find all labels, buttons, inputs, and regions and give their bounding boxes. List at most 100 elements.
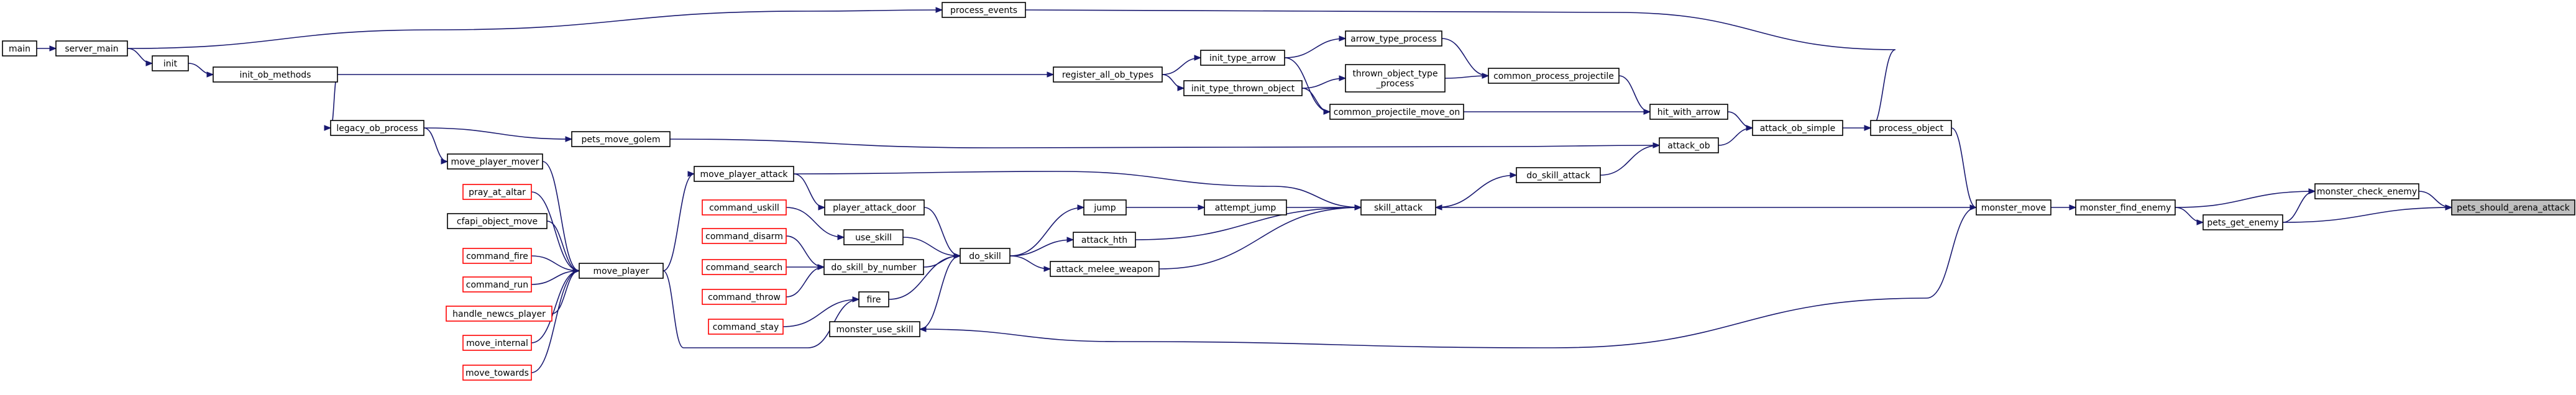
node-label: skill_attack: [1374, 203, 1423, 213]
edge-pets_get_enemy-to-pets_should_arena_attack: [2282, 204, 2453, 223]
node-thrown-object-type-process[interactable]: thrown_object_type_process: [1345, 64, 1446, 93]
node-pets-should-arena-attack: pets_should_arena_attack: [2451, 199, 2575, 216]
edge-arrowhead: [1047, 71, 1055, 78]
node-server-main[interactable]: server_main: [55, 40, 128, 57]
node-use-skill[interactable]: use_skill: [843, 229, 904, 245]
node-label: monster_use_skill: [836, 325, 913, 335]
node-attempt-jump[interactable]: attempt_jump: [1204, 199, 1287, 216]
edge-line: [1135, 207, 1362, 240]
edge-arrowhead: [441, 158, 449, 165]
node-attack-ob[interactable]: attack_ob: [1659, 137, 1719, 153]
node-handle-newcs-player[interactable]: handle_newcs_player: [446, 306, 552, 322]
node-command-stay[interactable]: command_stay: [708, 319, 784, 335]
node-move-player-attack[interactable]: move_player_attack: [694, 166, 794, 182]
edge-monster_move-to-monster_use_skill: [919, 207, 1977, 348]
node-box: [1329, 104, 1464, 120]
edge-arrowhead: [1043, 266, 1052, 272]
edge-line: [531, 255, 580, 271]
edge-line: [919, 255, 961, 330]
node-skill-attack[interactable]: skill_attack: [1360, 199, 1436, 216]
node-do-skill-attack[interactable]: do_skill_attack: [1516, 167, 1601, 183]
edge-arrowhead: [324, 125, 332, 131]
node-label: pets_should_arena_attack: [2457, 203, 2570, 213]
node-player-attack-door[interactable]: player_attack_door: [824, 199, 925, 216]
node-box: [858, 291, 889, 307]
node-jump[interactable]: jump: [1083, 199, 1127, 216]
node-init-type-thrown-object[interactable]: init_type_thrown_object: [1183, 80, 1303, 96]
edge-legacy_ob_process-to-move_player_mover: [423, 127, 449, 165]
node-pets-get-enemy[interactable]: pets_get_enemy: [2202, 214, 2283, 230]
node-label: attack_ob: [1667, 141, 1710, 151]
node-label: process_events: [950, 6, 1017, 16]
node-do-skill[interactable]: do_skill: [960, 248, 1011, 264]
node-do-skill-by-number[interactable]: do_skill_by_number: [823, 259, 924, 275]
node-common-projectile-move-on[interactable]: common_projectile_move_on: [1329, 104, 1464, 120]
node-attack-melee-weapon[interactable]: attack_melee_weapon: [1050, 261, 1160, 277]
node-attack-ob-simple[interactable]: attack_ob_simple: [1752, 120, 1843, 136]
node-process-events[interactable]: process_events: [942, 2, 1026, 18]
node-process-object[interactable]: process_object: [1870, 120, 1952, 136]
node-box: [462, 276, 532, 293]
edge-line: [1162, 74, 1185, 89]
node-monster-move[interactable]: monster_move: [1976, 199, 2051, 216]
node-box: [2451, 199, 2575, 216]
node-fire[interactable]: fire: [858, 291, 889, 307]
node-command-throw[interactable]: command_throw: [702, 289, 787, 305]
edge-arrowhead: [852, 296, 860, 302]
edge-line: [793, 173, 825, 208]
edge-common_process_projectile-to-hit_with_arrow: [1618, 75, 1651, 115]
node-arrow-type-process[interactable]: arrow_type_process: [1345, 30, 1442, 47]
node-move-internal[interactable]: move_internal: [462, 335, 532, 351]
node-box: [1050, 261, 1160, 277]
node-command-disarm[interactable]: command_disarm: [702, 228, 787, 244]
node-pets-move-golem[interactable]: pets_move_golem: [571, 131, 671, 147]
edge-arrowhead: [1510, 172, 1518, 178]
node-main[interactable]: main: [2, 40, 37, 57]
node-box: [2314, 183, 2419, 199]
edge-arrowhead: [206, 71, 214, 78]
edge-arrowhead: [1323, 109, 1331, 115]
edge-arrowhead: [2196, 219, 2204, 225]
node-label: main: [9, 44, 30, 54]
node-move-player-mover[interactable]: move_player_mover: [447, 153, 543, 170]
node-move-towards[interactable]: move_towards: [462, 365, 532, 381]
node-register-all-ob-types[interactable]: register_all_ob_types: [1053, 66, 1163, 83]
node-monster-check-enemy[interactable]: monster_check_enemy: [2314, 183, 2419, 199]
node-hit-with-arrow[interactable]: hit_with_arrow: [1649, 104, 1728, 120]
node-label: command_stay: [713, 322, 779, 332]
node-move-player[interactable]: move_player: [579, 263, 664, 279]
node-label: monster_move: [1981, 203, 2046, 213]
node-label: cfapi_object_move: [457, 217, 538, 227]
node-label: move_internal: [466, 338, 528, 348]
node-box: [462, 335, 532, 351]
node-label: attack_melee_weapon: [1056, 265, 1153, 275]
node-attack-hth[interactable]: attack_hth: [1073, 232, 1136, 248]
node-box: [1073, 232, 1136, 248]
node-command-fire[interactable]: command_fire: [462, 248, 532, 264]
edge-monster_move-to-monster_find_enemy: [2051, 204, 2077, 211]
node-box: [1345, 30, 1442, 47]
node-command-run[interactable]: command_run: [462, 276, 532, 293]
node-init-ob-methods[interactable]: init_ob_methods: [213, 66, 338, 83]
node-command-uskill[interactable]: command_uskill: [702, 199, 787, 216]
edge-line: [669, 138, 1660, 148]
node-command-search[interactable]: command_search: [702, 259, 787, 275]
node-legacy-ob-process[interactable]: legacy_ob_process: [330, 120, 424, 136]
edge-move_towards-to-move_player: [531, 268, 580, 373]
edge-command_uskill-to-use_skill: [786, 207, 845, 240]
node-monster-use-skill[interactable]: monster_use_skill: [829, 321, 920, 337]
node-cfapi-object-move[interactable]: cfapi_object_move: [447, 213, 548, 229]
node-monster-find-enemy[interactable]: monster_find_enemy: [2075, 199, 2176, 216]
edge-line: [2418, 191, 2452, 208]
node-init[interactable]: init: [152, 55, 189, 71]
node-pray-at-altar[interactable]: pray_at_altar: [462, 184, 532, 200]
node-label: attack_hth: [1081, 235, 1127, 245]
node-box: [702, 199, 787, 216]
node-box: [1204, 199, 1287, 216]
node-label: init_type_arrow: [1209, 53, 1276, 63]
node-label: attempt_jump: [1215, 203, 1277, 213]
node-common-process-projectile[interactable]: common_process_projectile: [1488, 68, 1620, 84]
node-init-type-arrow[interactable]: init_type_arrow: [1200, 50, 1285, 66]
node-box: [708, 319, 784, 335]
edges-layer: [36, 7, 2453, 373]
